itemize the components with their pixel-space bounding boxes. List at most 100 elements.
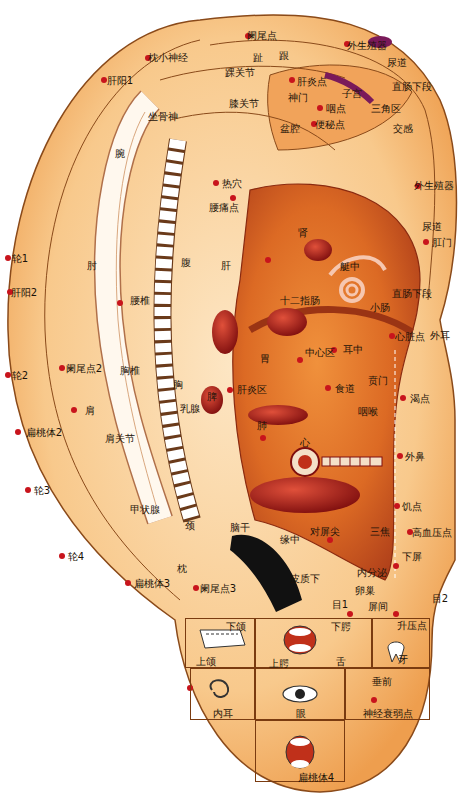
- acupoint-label: 皮质下: [290, 573, 320, 584]
- acupoint-label: 脑干: [230, 522, 250, 533]
- acupoint-label: 热穴: [222, 178, 242, 189]
- acupoint-label: 缘中: [280, 534, 300, 545]
- acupoint-label: 乳腺: [180, 403, 200, 414]
- acupoint-label: 肺: [257, 420, 267, 431]
- acupoint-dots: [397, 453, 403, 459]
- lobe-pictures: [211, 680, 229, 697]
- acupoint-label: 腰痛点: [209, 202, 239, 213]
- acupoint-label: 趾: [253, 52, 263, 63]
- organ-pictures: [201, 36, 392, 513]
- acupoint-dots: [193, 585, 199, 591]
- acupoint-label: 肝阳1: [107, 75, 133, 86]
- acupoint-label: 扁桃体3: [134, 578, 170, 589]
- acupoint-label: 阑尾点3: [200, 583, 236, 594]
- acupoint-label: 颈: [185, 520, 195, 531]
- acupoint-label: 艇中: [340, 261, 360, 272]
- organ-pictures: [291, 448, 319, 476]
- acupoint-label: 高血压点: [412, 527, 452, 538]
- acupoint-dots: [260, 435, 266, 441]
- acupoint-label: 便秘点: [315, 119, 345, 130]
- acupoint-label: 直肠下段: [392, 81, 432, 92]
- region-label: 上颌: [196, 656, 216, 667]
- acupoint-label: 肝阳2: [11, 287, 37, 298]
- concha: [233, 184, 420, 580]
- organ-pictures: [347, 285, 357, 295]
- acupoint-label: 腹: [181, 257, 191, 268]
- acupoint-dots: [317, 105, 323, 111]
- region-label: 眼: [296, 708, 306, 719]
- arm-band: [116, 112, 156, 505]
- acupoint-label: 子宫: [342, 88, 362, 99]
- acupoint-dots: [393, 563, 399, 569]
- acupoint-label: 小肠: [370, 302, 390, 313]
- acupoint-label: 膝关节: [229, 98, 259, 109]
- acupoint-label: 十二指肠: [280, 295, 320, 306]
- organ-pictures: [341, 279, 363, 301]
- acupoint-label: 外鼻: [405, 451, 425, 462]
- region-label: 内耳: [213, 708, 233, 719]
- acupoint-label: 外生殖器: [347, 40, 387, 51]
- acupoint-label: 尿道: [387, 57, 407, 68]
- arm-band: [107, 100, 160, 520]
- acupoint-dots: [5, 372, 11, 378]
- acupoint-dots: [59, 553, 65, 559]
- organ-pictures: [298, 455, 312, 469]
- acupoint-dots: [389, 333, 395, 339]
- acupoint-label: 肛门: [432, 237, 452, 248]
- triangular-fossa: [160, 65, 412, 150]
- acupoint-label: 屏间: [368, 601, 388, 612]
- arm-band: [107, 100, 160, 520]
- acupoint-label: 阑尾点2: [66, 363, 102, 374]
- ear-outline: [8, 15, 457, 792]
- lobe-region: 扁桃体4: [255, 720, 345, 782]
- acupoint-label: 饥点: [402, 501, 422, 512]
- spine: [162, 140, 192, 520]
- acupoint-label: 贲门: [368, 375, 388, 386]
- acupoint-dots: [230, 195, 236, 201]
- acupoint-label: 胸椎: [120, 365, 140, 376]
- triangular-fossa: [325, 75, 372, 102]
- acupoint-label: 坐骨神: [148, 111, 178, 122]
- acupoint-label: 中心区: [305, 347, 335, 358]
- acupoint-label: 升压点: [397, 620, 427, 631]
- acupoint-label: 甲状腺: [130, 504, 160, 515]
- acupoint-label: 三角区: [371, 103, 401, 114]
- organ-pictures: [330, 457, 370, 466]
- acupoint-label: 渴点: [410, 393, 430, 404]
- acupoint-dots: [101, 77, 107, 83]
- acupoint-label: 跟: [279, 50, 289, 61]
- acupoint-dots: [400, 395, 406, 401]
- lobe-pictures: [284, 626, 316, 654]
- acupoint-label: 对屏尖: [310, 526, 340, 537]
- acupoint-dots: [289, 77, 295, 83]
- region-label: 神经衰弱点: [363, 708, 413, 719]
- organ-pictures: [322, 457, 382, 466]
- acupoint-dots: [227, 387, 233, 393]
- acupoint-dots: [347, 611, 353, 617]
- region-label: 上腭: [269, 658, 289, 669]
- acupoint-label: 尿道: [422, 221, 442, 232]
- acupoint-label: 扁桃体2: [26, 427, 62, 438]
- acupoint-label: 目1: [332, 599, 348, 610]
- concha: [395, 350, 396, 580]
- triangular-fossa: [268, 65, 412, 150]
- acupoint-dots: [265, 257, 271, 263]
- acupoint-label: 枕: [177, 563, 187, 574]
- acupoint-label: 神门: [288, 92, 308, 103]
- acupoint-label: 内分泌: [357, 567, 387, 578]
- acupoint-dots: [394, 503, 400, 509]
- acupoint-label: 枕小神经: [148, 52, 188, 63]
- lobe-pictures: [295, 689, 305, 699]
- lobe-pictures: [206, 634, 238, 635]
- organ-pictures: [330, 257, 385, 275]
- acupoint-dots: [5, 33, 429, 703]
- triangular-fossa: [170, 112, 335, 150]
- acupoint-dots: [393, 611, 399, 617]
- lobe-region: 下颌上颌: [185, 618, 255, 668]
- organ-pictures: [304, 239, 332, 261]
- acupoint-label: 盆腔: [280, 123, 300, 134]
- lobe-region: 牙: [372, 618, 430, 668]
- acupoint-dots: [15, 429, 21, 435]
